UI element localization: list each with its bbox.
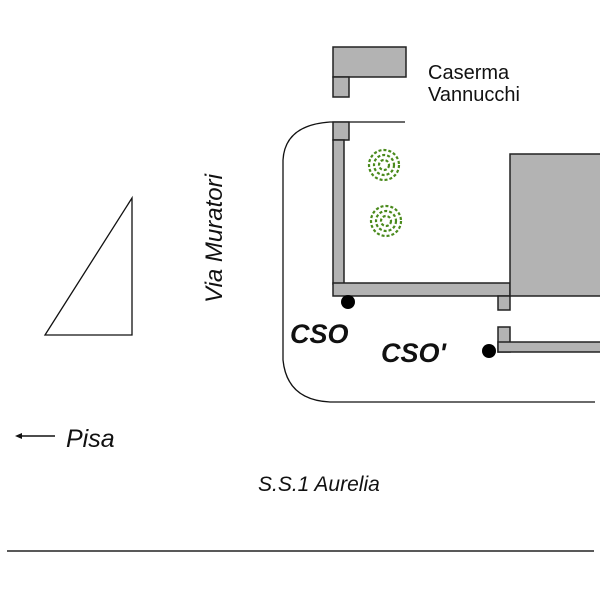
barracks-block: [332, 46, 407, 78]
barracks-label-line1: Caserma: [428, 62, 510, 84]
measurement-point-cso: [341, 295, 355, 309]
road-label-aurelia: S.S.1 Aurelia: [258, 473, 380, 496]
lower-wall-horizontal: [497, 341, 600, 353]
north-arrow-triangle: [43, 195, 133, 336]
tree-icon: [367, 148, 401, 182]
barracks-label-line2: Vannucchi: [428, 84, 520, 106]
point-label-cso-prime: CSO': [381, 338, 448, 368]
wall-horizontal: [332, 282, 511, 297]
point-label-cso: CSO: [290, 319, 349, 349]
wall-corner-top: [332, 121, 350, 141]
direction-arrow-icon: [15, 433, 55, 439]
barracks-building: [332, 46, 407, 98]
wall-vertical: [332, 139, 345, 285]
wall-stub: [497, 295, 511, 311]
block-outline: [282, 121, 595, 403]
barracks-annex: [332, 76, 350, 98]
courtyard-walls: [332, 121, 511, 311]
direction-label-pisa: Pisa: [66, 425, 115, 453]
tree-icon: [369, 204, 403, 238]
measurement-point-cso-prime: [482, 344, 496, 358]
right-building: [509, 153, 600, 297]
lower-wall: [497, 326, 600, 353]
street-label-via-muratori: Via Muratori: [201, 173, 228, 303]
